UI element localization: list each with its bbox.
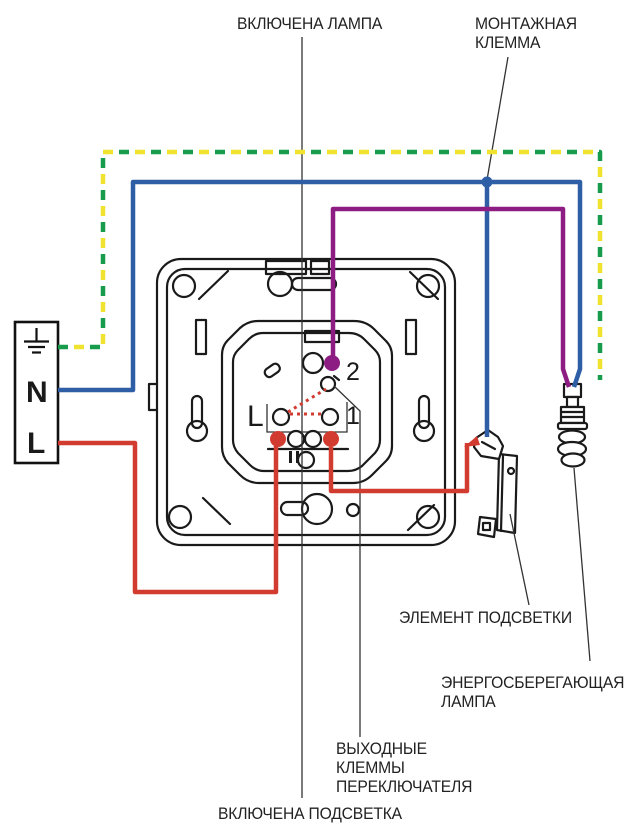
terminal-1-label: 1: [346, 402, 360, 430]
callout-line-energy-lamp: [573, 467, 591, 662]
line-label: L: [27, 427, 45, 460]
switch-mechanism-drawing: L 2 1: [147, 257, 457, 547]
ground-symbol: [24, 328, 49, 354]
backlight-red-connector: [464, 436, 480, 447]
callout-line-mounting-terminal: [486, 56, 509, 181]
cfl-lamp-drawing: [556, 382, 589, 468]
terminal-2-label: 2: [346, 358, 360, 386]
label-lamp-on: ВКЛЮЧЕНА ЛАМПА: [237, 15, 383, 33]
line-wire: [58, 440, 279, 595]
callout-line-output-terminals: [333, 385, 361, 737]
output-terminal-dot-right: [323, 431, 339, 447]
label-switch-output-terminals: ВЫХОДНЫЕ КЛЕММЫ ПЕРЕКЛЮЧАТЕЛЯ: [336, 740, 473, 796]
neutral-label: N: [26, 376, 48, 409]
callout-line-backlight-element: [509, 513, 530, 606]
label-backlight-on: ВКЛЮЧЕНА ПОДСВЕТКА: [218, 805, 402, 823]
label-energy-saving-lamp: ЭНЕРГОСБЕРЕГАЮЩАЯ ЛАМПА: [441, 674, 625, 711]
mounting-terminal-junction-dot: [481, 176, 493, 188]
backlight-element-drawing: [472, 428, 519, 539]
label-backlight-element: ЭЛЕМЕНТ ПОДСВЕТКИ: [399, 609, 572, 627]
ground-wire: [58, 149, 603, 380]
label-mounting-terminal: МОНТАЖНАЯ КЛЕММА: [475, 15, 577, 52]
terminal-2-wire-dot: [324, 355, 340, 371]
terminal-common-label: L: [247, 400, 264, 433]
output-terminal-dot-left: [270, 431, 286, 447]
switched-wire: [330, 206, 572, 388]
power-source-box: N L: [13, 320, 60, 465]
line-branch-to-backlight: [328, 443, 470, 494]
neutral-wire: [58, 179, 583, 393]
contact-path-pos2: [287, 387, 327, 414]
